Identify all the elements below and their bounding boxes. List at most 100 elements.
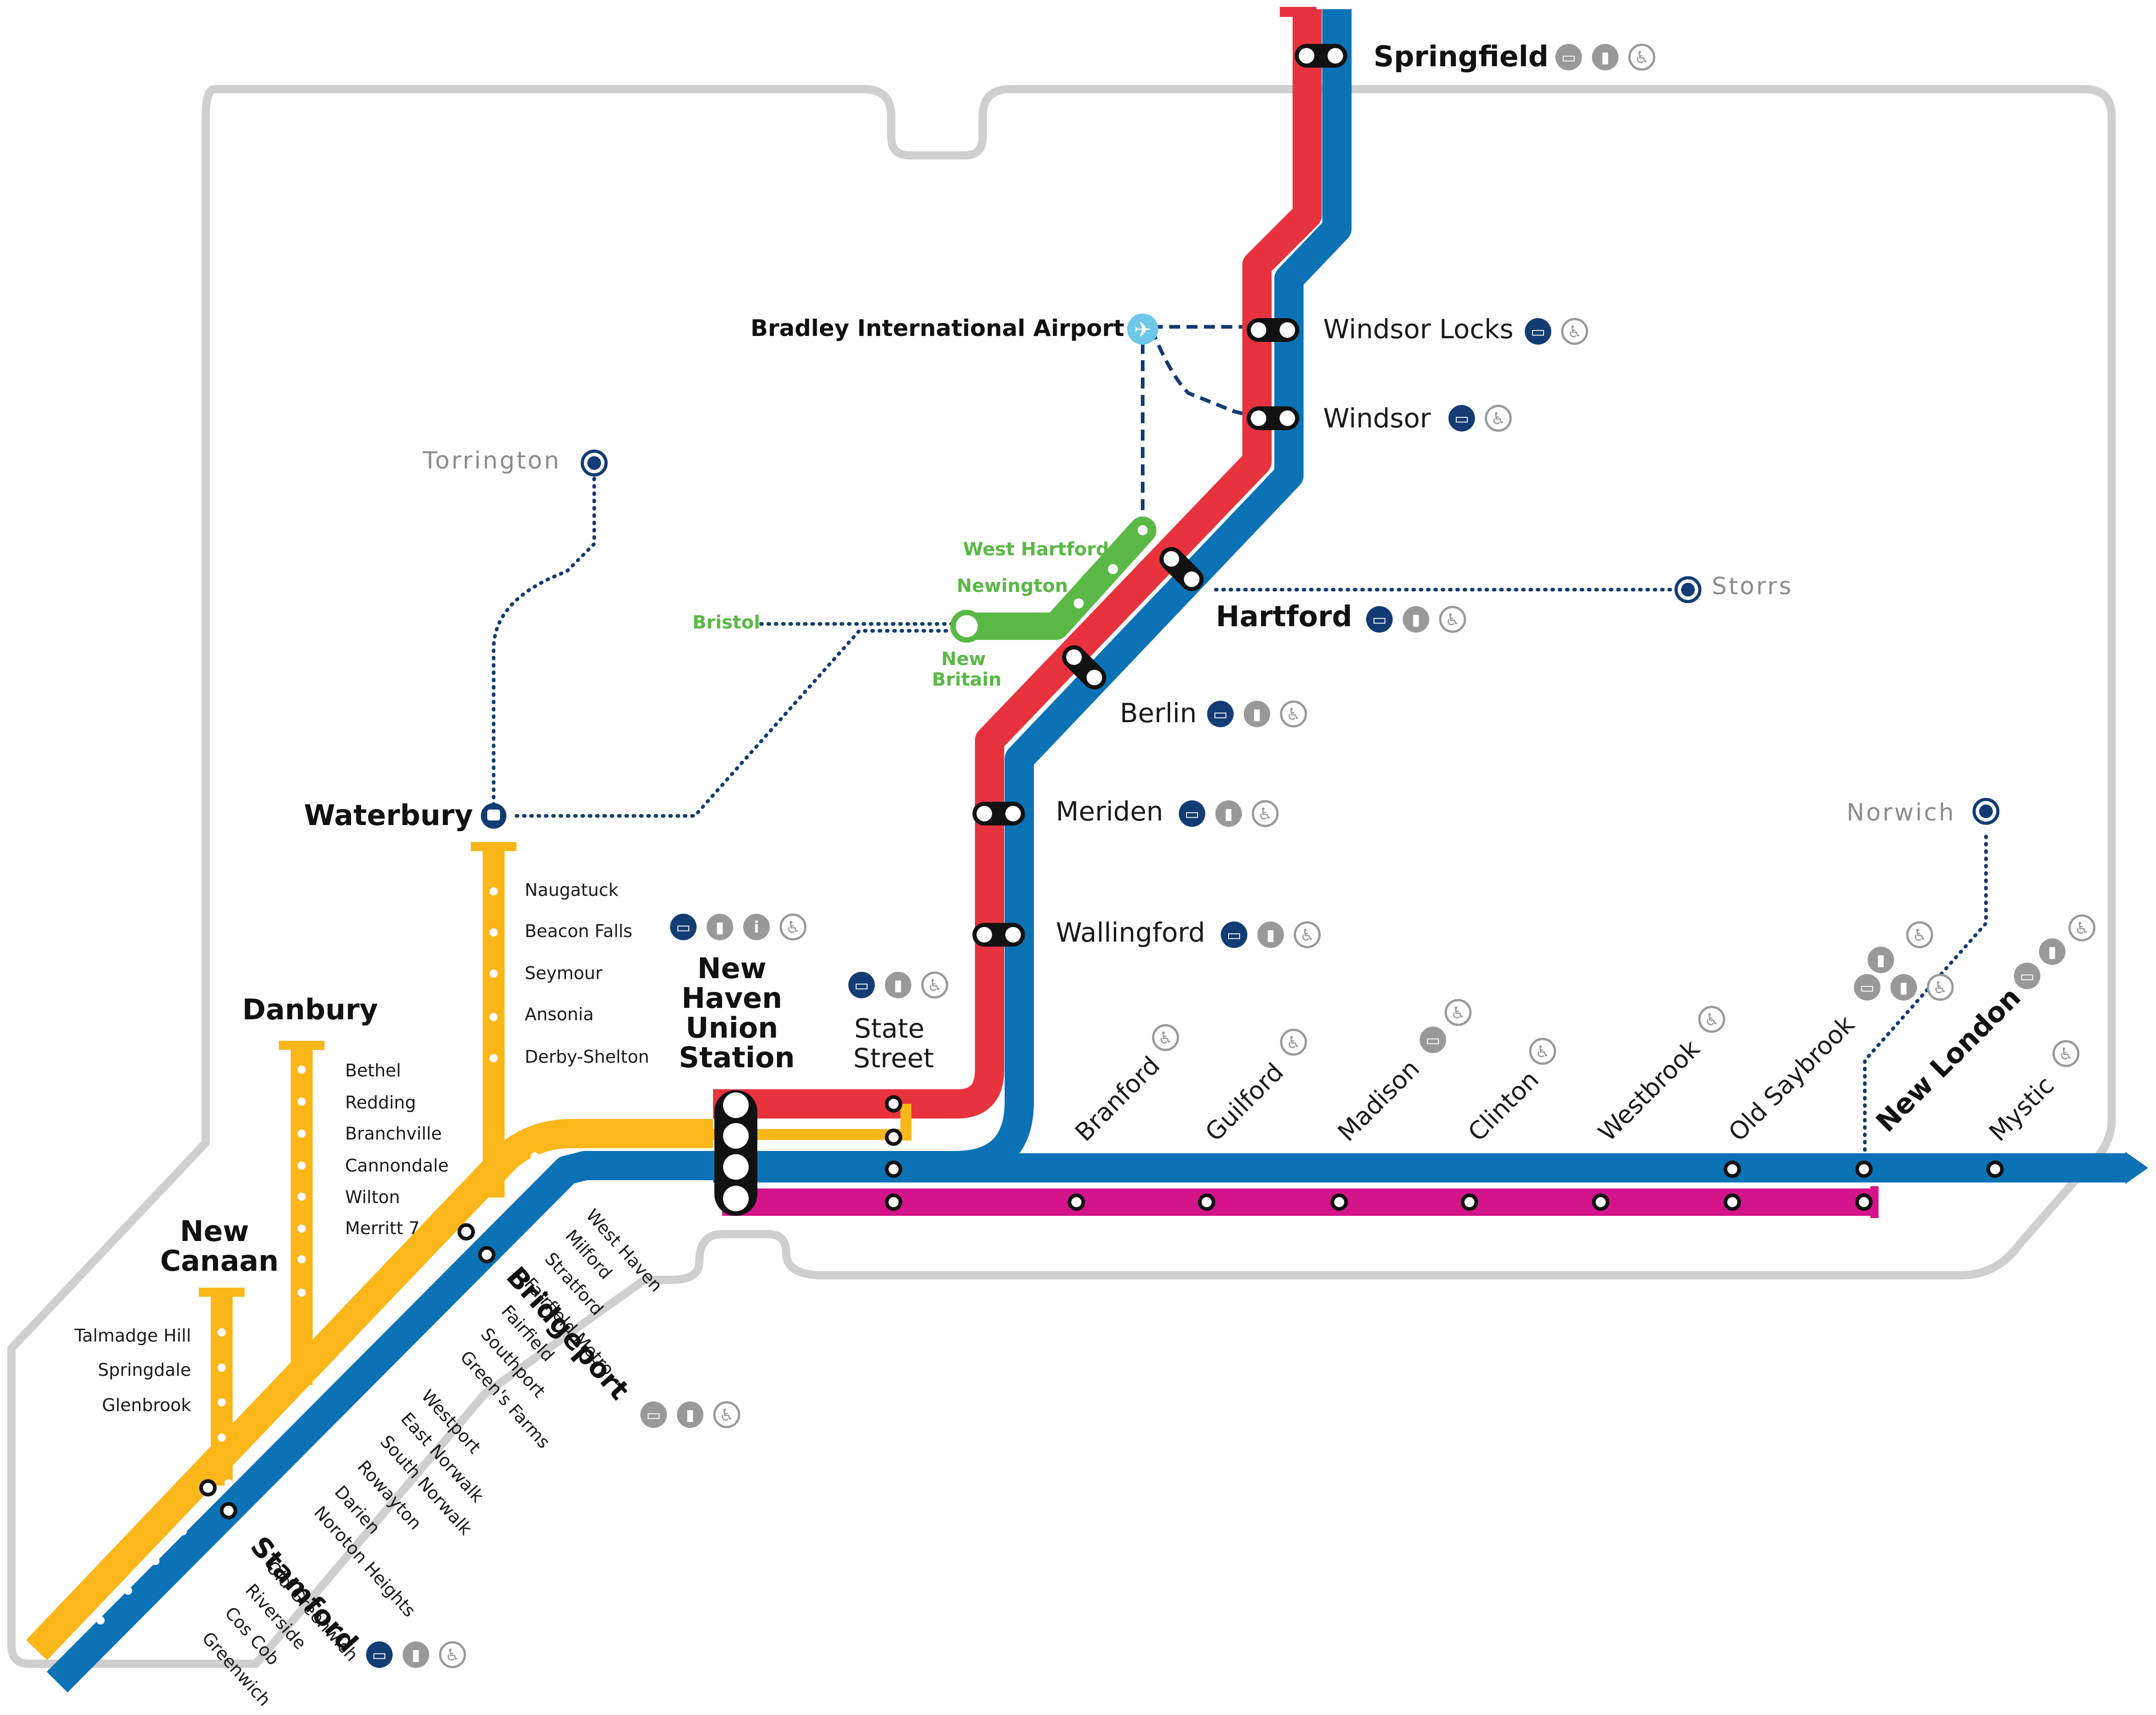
waterbury-branch-stop-2[interactable] bbox=[490, 969, 498, 978]
state-street-blue-stop[interactable] bbox=[885, 1161, 902, 1178]
danbury-branch-stop-7[interactable] bbox=[298, 1289, 306, 1297]
yellow-line-stop-1[interactable] bbox=[508, 1180, 516, 1188]
shore-line-label-2[interactable]: Madison bbox=[1332, 1054, 1425, 1147]
norwich-label[interactable]: Norwich bbox=[1847, 799, 1956, 826]
new-canaan-branch-stop-0[interactable] bbox=[218, 1328, 226, 1337]
bristol-label[interactable]: Bristol bbox=[692, 612, 760, 633]
old-saybrook-blue-stop[interactable] bbox=[1724, 1161, 1741, 1178]
green-line-stop-0[interactable] bbox=[1108, 564, 1118, 574]
new-canaan-branch-label-2[interactable]: Glenbrook bbox=[102, 1395, 191, 1415]
danbury-branch-stop-1[interactable] bbox=[298, 1097, 306, 1106]
new-canaan-junction-stop[interactable] bbox=[199, 1479, 217, 1497]
danbury-branch-stop-4[interactable] bbox=[298, 1193, 306, 1201]
yellow-line-stop-3[interactable] bbox=[407, 1283, 415, 1291]
danbury-branch-label-4[interactable]: Wilton bbox=[345, 1187, 400, 1207]
yellow-line-stop-10[interactable] bbox=[179, 1527, 187, 1535]
new-london-magenta-stop[interactable] bbox=[1855, 1193, 1873, 1211]
springfield-label[interactable]: Springfield bbox=[1373, 40, 1549, 73]
waterbury-branch-label-3[interactable]: Ansonia bbox=[525, 1004, 594, 1024]
hartford-label[interactable]: Hartford bbox=[1216, 600, 1352, 633]
torrington-label[interactable]: Torrington bbox=[422, 447, 561, 474]
danbury-branch-stop-6[interactable] bbox=[298, 1255, 306, 1263]
shore-line-label-0[interactable]: Branford bbox=[1070, 1051, 1166, 1147]
yellow-line-stop-5[interactable] bbox=[352, 1342, 361, 1350]
state-street-yellow-stop[interactable] bbox=[885, 1129, 902, 1146]
new-canaan-branch-stop-2[interactable] bbox=[218, 1398, 226, 1406]
windsor-label[interactable]: Windsor bbox=[1323, 403, 1431, 434]
hartford-station[interactable] bbox=[1155, 542, 1208, 596]
yellow-line-stop-8[interactable] bbox=[252, 1449, 260, 1458]
shore-line-stop-0[interactable] bbox=[1068, 1193, 1085, 1211]
wallingford-label[interactable]: Wallingford bbox=[1056, 917, 1205, 948]
shore-line-label-1[interactable]: Guilford bbox=[1200, 1058, 1289, 1147]
wallingford-station[interactable] bbox=[972, 923, 1025, 947]
danbury-branch-label-1[interactable]: Redding bbox=[345, 1092, 416, 1113]
yellow-line-stop-11[interactable] bbox=[151, 1557, 160, 1565]
waterbury-junction-stop[interactable] bbox=[458, 1223, 475, 1241]
yellow-line-stop-4[interactable] bbox=[380, 1312, 388, 1321]
shore-line-label-6[interactable]: Mystic bbox=[1984, 1071, 2060, 1147]
new-canaan-label[interactable]: New Canaan bbox=[160, 1214, 278, 1278]
shore-line-label-4[interactable]: Westbrook bbox=[1593, 1034, 1706, 1147]
new-haven-union-station[interactable] bbox=[714, 1090, 757, 1216]
windsor-locks-label[interactable]: Windsor Locks bbox=[1323, 314, 1513, 345]
new-britain-stop[interactable] bbox=[950, 610, 983, 643]
waterbury-branch-label-1[interactable]: Beacon Falls bbox=[525, 921, 633, 941]
west-hartford-stop[interactable] bbox=[1138, 525, 1148, 535]
airport-label[interactable]: Bradley International Airport bbox=[751, 315, 1124, 341]
waterbury-label[interactable]: Waterbury bbox=[304, 799, 473, 832]
yellow-line-stop-9[interactable] bbox=[224, 1479, 233, 1487]
yellow-line-stop-13[interactable] bbox=[96, 1616, 105, 1624]
berlin-station[interactable] bbox=[1057, 640, 1111, 694]
yellow-line-stop-6[interactable] bbox=[325, 1372, 333, 1380]
waterbury-branch-label-2[interactable]: Seymour bbox=[525, 963, 602, 983]
west-hartford-label[interactable]: West Hartford bbox=[963, 539, 1109, 560]
yellow-line-stop-2[interactable] bbox=[435, 1253, 443, 1261]
windsor-locks-station[interactable] bbox=[1246, 318, 1299, 342]
waterbury-branch-stop-3[interactable] bbox=[490, 1013, 498, 1021]
danbury-branch-label-2[interactable]: Branchville bbox=[345, 1124, 442, 1144]
meriden-label[interactable]: Meriden bbox=[1056, 796, 1163, 827]
springfield-station[interactable] bbox=[1294, 44, 1347, 68]
waterbury-branch-label-4[interactable]: Derby-Shelton bbox=[525, 1047, 649, 1067]
shore-line-stop-2[interactable] bbox=[1331, 1193, 1348, 1211]
waterbury-branch-label-0[interactable]: Naugatuck bbox=[525, 880, 618, 900]
shore-line-stop-3[interactable] bbox=[1461, 1193, 1478, 1211]
storrs-label[interactable]: Storrs bbox=[1712, 573, 1793, 600]
newington-label[interactable]: Newington bbox=[957, 575, 1068, 597]
state-street-magenta-stop[interactable] bbox=[885, 1193, 902, 1211]
new-canaan-branch-label-1[interactable]: Springdale bbox=[98, 1360, 191, 1380]
danbury-branch-stop-0[interactable] bbox=[298, 1065, 306, 1074]
waterbury-branch-stop-4[interactable] bbox=[490, 1054, 498, 1062]
new-haven-union-label[interactable]: New Haven Union Station bbox=[679, 952, 795, 1074]
stamford-junction-stop[interactable] bbox=[220, 1502, 237, 1519]
state-street-label[interactable]: State Street bbox=[853, 1013, 934, 1074]
danbury-branch-label-0[interactable]: Bethel bbox=[345, 1060, 401, 1081]
new-canaan-branch-stop-3[interactable] bbox=[218, 1433, 226, 1442]
danbury-branch-stop-2[interactable] bbox=[298, 1129, 306, 1138]
yellow-line-stop-12[interactable] bbox=[124, 1587, 132, 1595]
waterbury-branch-stop-0[interactable] bbox=[490, 887, 498, 895]
yellow-line-stop-7[interactable] bbox=[279, 1420, 287, 1428]
windsor-station[interactable] bbox=[1246, 406, 1299, 430]
shore-line-label-5[interactable]: Old Saybrook bbox=[1723, 1010, 1860, 1147]
new-london-blue-stop[interactable] bbox=[1855, 1161, 1873, 1178]
danbury-branch-label-5[interactable]: Merritt 7 bbox=[345, 1218, 420, 1238]
state-street-red-stop[interactable] bbox=[885, 1095, 902, 1113]
danbury-branch-stop-3[interactable] bbox=[298, 1161, 306, 1170]
danbury-branch-stop-5[interactable] bbox=[298, 1225, 306, 1233]
shore-line-stop-5[interactable] bbox=[1724, 1193, 1741, 1211]
green-line-stop-1[interactable] bbox=[1074, 598, 1084, 608]
new-canaan-branch-stop-1[interactable] bbox=[218, 1363, 226, 1372]
meriden-station[interactable] bbox=[972, 802, 1025, 826]
new-britain-label[interactable]: New Britain bbox=[932, 649, 1001, 690]
shore-line-label-3[interactable]: Clinton bbox=[1463, 1065, 1544, 1147]
yellow-line-stop-0[interactable] bbox=[531, 1152, 539, 1161]
danbury-branch-label-3[interactable]: Cannondale bbox=[345, 1156, 449, 1176]
shore-line-stop-4[interactable] bbox=[1592, 1193, 1609, 1211]
bridgeport-junction-stop[interactable] bbox=[478, 1246, 495, 1263]
danbury-label[interactable]: Danbury bbox=[242, 993, 378, 1026]
berlin-label[interactable]: Berlin bbox=[1120, 698, 1197, 729]
mystic-stop[interactable] bbox=[1986, 1161, 2004, 1178]
waterbury-branch-stop-1[interactable] bbox=[490, 928, 498, 937]
